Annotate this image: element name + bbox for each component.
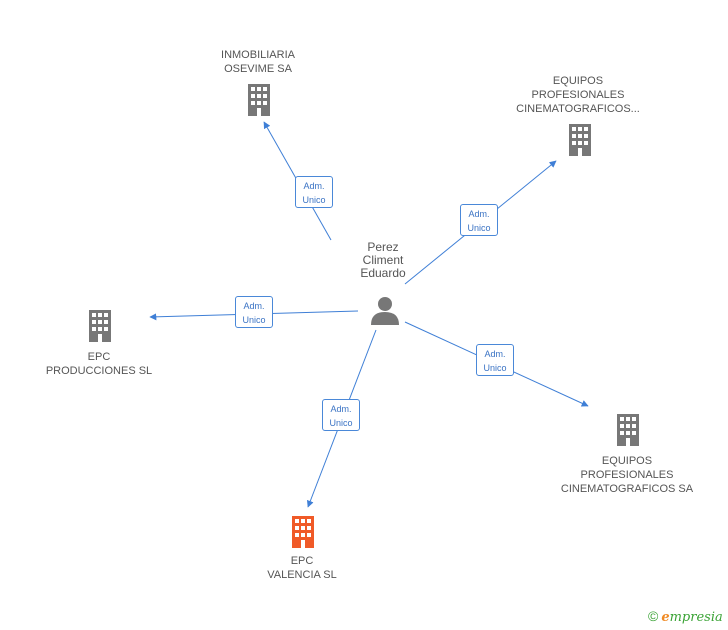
role-text: Unico (302, 195, 326, 205)
company-name-line: PRODUCCIONES SL (45, 365, 153, 377)
company-name-line: EPC (87, 351, 111, 363)
role-text: Unico (483, 363, 507, 373)
company-name-line: EPC (290, 555, 314, 567)
role-badge-epc-producciones[interactable]: Adm. Unico (235, 296, 273, 328)
company-label-equipos-bottom[interactable]: EQUIPOS PROFESIONALES CINEMATOGRAFICOS SA (561, 454, 693, 496)
center-name-line: Eduardo (360, 266, 406, 280)
role-text: Adm. (330, 404, 352, 414)
role-badge-inmobiliaria[interactable]: Adm. Unico (295, 176, 333, 208)
brand-initial: e (661, 610, 670, 625)
company-name-line: EQUIPOS (552, 75, 604, 87)
role-text: Adm. (468, 209, 490, 219)
center-name-line: Climent (362, 253, 404, 267)
copyright-symbol: © (648, 608, 659, 624)
person-icon[interactable] (371, 297, 399, 325)
center-name-line: Perez (367, 240, 399, 254)
brand-name: mpresia (669, 610, 723, 625)
company-name-line: INMOBILIARIA (221, 49, 295, 61)
role-text: Adm. (484, 349, 506, 359)
company-name-line: CINEMATOGRAFICOS... (516, 103, 640, 115)
building-icon[interactable] (89, 310, 111, 342)
building-icon[interactable] (248, 84, 270, 116)
company-label-epc-producciones[interactable]: EPC PRODUCCIONES SL (46, 350, 152, 378)
center-person-label[interactable]: Perez Climent Eduardo (360, 241, 405, 280)
role-text: Unico (242, 315, 266, 325)
role-text: Adm. (243, 301, 265, 311)
role-badge-equipos-bottom[interactable]: Adm. Unico (476, 344, 514, 376)
company-name-line: CINEMATOGRAFICOS SA (560, 483, 694, 495)
company-name-line: OSEVIME SA (224, 63, 292, 75)
company-name-line: PROFESIONALES (580, 469, 674, 481)
role-badge-epc-valencia[interactable]: Adm. Unico (322, 399, 360, 431)
company-name-line: PROFESIONALES (531, 89, 625, 101)
role-text: Unico (467, 223, 491, 233)
footer-brand[interactable]: ©empresia (648, 608, 723, 625)
role-badge-equipos-top[interactable]: Adm. Unico (460, 204, 498, 236)
building-icon[interactable] (617, 414, 639, 446)
edges-layer (149, 121, 589, 508)
role-text: Unico (329, 418, 353, 428)
company-label-epc-valencia[interactable]: EPC VALENCIA SL (267, 554, 337, 582)
building-icon[interactable] (292, 516, 314, 548)
company-name-line: VALENCIA SL (267, 569, 337, 581)
company-label-equipos-top[interactable]: EQUIPOS PROFESIONALES CINEMATOGRAFICOS... (516, 74, 640, 116)
company-name-line: EQUIPOS (601, 455, 653, 467)
role-text: Adm. (303, 181, 325, 191)
building-icon[interactable] (569, 124, 591, 156)
company-label-inmobiliaria[interactable]: INMOBILIARIA OSEVIME SA (221, 48, 295, 76)
